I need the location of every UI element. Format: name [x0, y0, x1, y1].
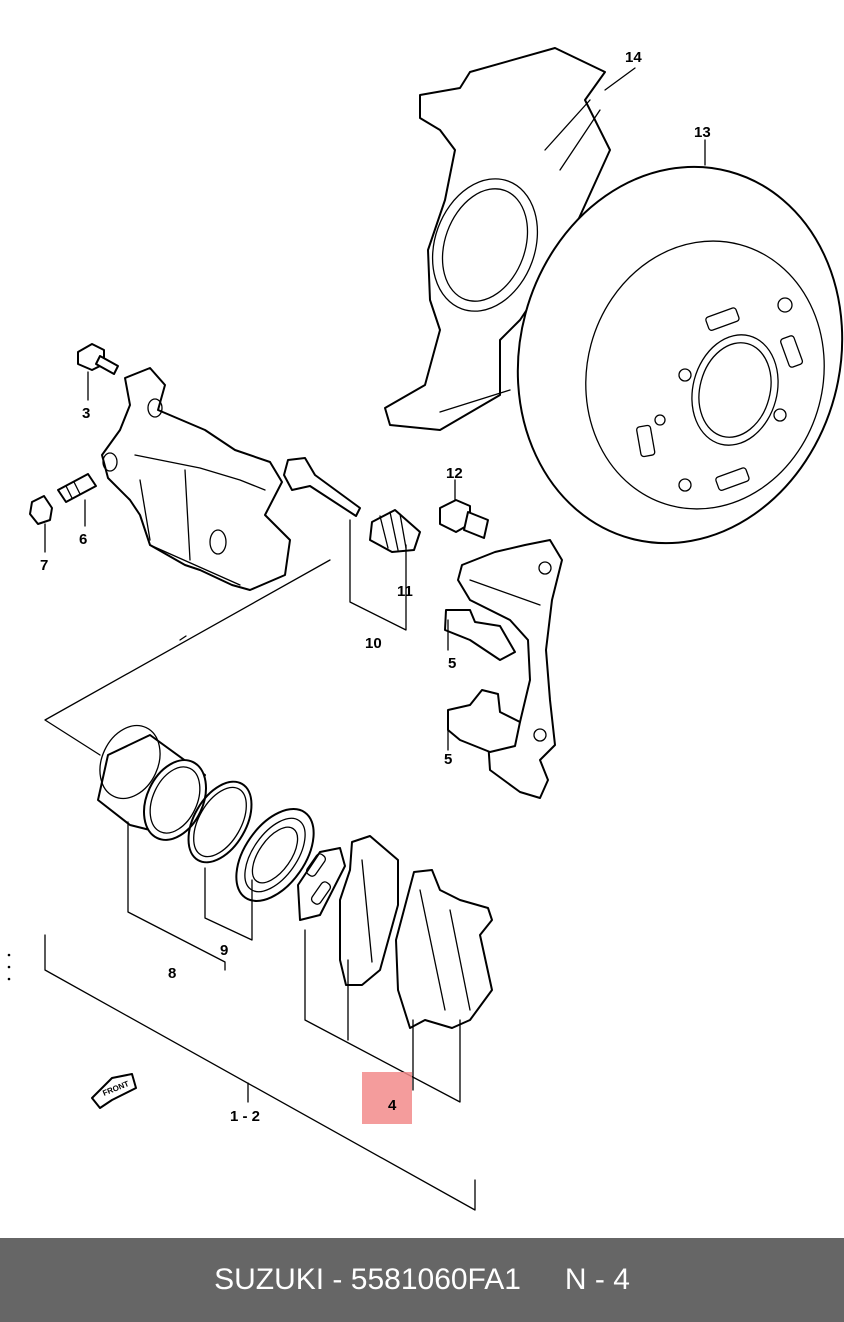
brake-pad-outer[interactable]	[395, 869, 493, 1029]
piston-8[interactable]	[89, 716, 219, 850]
label-5a: 5	[448, 655, 456, 672]
label-12: 12	[446, 465, 463, 482]
bolt-12[interactable]	[439, 499, 489, 539]
edge-dots	[7, 953, 11, 981]
brake-pad-inner[interactable]	[339, 835, 399, 986]
pin-boot-11[interactable]	[369, 509, 421, 553]
label-1-2: 1 - 2	[230, 1108, 260, 1125]
bracket-1-2	[44, 934, 476, 1211]
pad-clip-5-upper[interactable]	[444, 609, 516, 661]
caliper-carrier[interactable]	[457, 539, 563, 799]
label-8: 8	[168, 965, 176, 982]
footer-page-code: N - 4	[564, 1263, 630, 1296]
parts-diagram: 14 13 3 6 7	[7, 47, 844, 1211]
exploded-view-svg: 14 13 3 6 7	[7, 47, 844, 1211]
bleeder-cap-7[interactable]	[29, 495, 53, 525]
bracket-10	[349, 519, 407, 631]
footer-part-number: 5581060FA1	[350, 1263, 521, 1296]
label-11: 11	[397, 583, 413, 600]
bolt-3[interactable]	[77, 343, 119, 375]
label-14: 14	[625, 49, 642, 66]
bracket-9	[204, 867, 253, 941]
footer-separator: -	[332, 1263, 343, 1296]
piston-seal[interactable]	[175, 771, 264, 873]
caliper-body[interactable]	[101, 367, 291, 591]
guide-pin-10[interactable]	[283, 457, 361, 517]
pad-shim[interactable]	[297, 847, 346, 921]
bleeder-screw-6[interactable]	[57, 473, 97, 503]
label-10: 10	[365, 635, 382, 652]
leader-caliper-group	[44, 559, 331, 756]
leader-14	[604, 67, 636, 91]
label-13: 13	[694, 124, 711, 141]
footer-brand: SUZUKI	[214, 1263, 325, 1296]
front-arrow: FRONT	[91, 1073, 137, 1109]
bracket-4	[304, 929, 461, 1103]
label-3: 3	[82, 405, 90, 422]
dust-boot-9[interactable]	[221, 795, 330, 915]
label-6: 6	[79, 531, 87, 548]
footer-bar: SUZUKI - 5581060FA1 N - 4	[0, 1238, 844, 1322]
dust-shield[interactable]	[384, 47, 611, 431]
label-7: 7	[40, 557, 48, 574]
bracket-8	[127, 821, 226, 971]
pad-clip-5-lower[interactable]	[447, 689, 521, 753]
highlight-part-4	[362, 1072, 412, 1124]
label-9: 9	[220, 942, 228, 959]
label-5b: 5	[444, 751, 452, 768]
brake-disc[interactable]	[476, 130, 844, 580]
label-4: 4	[388, 1097, 397, 1114]
